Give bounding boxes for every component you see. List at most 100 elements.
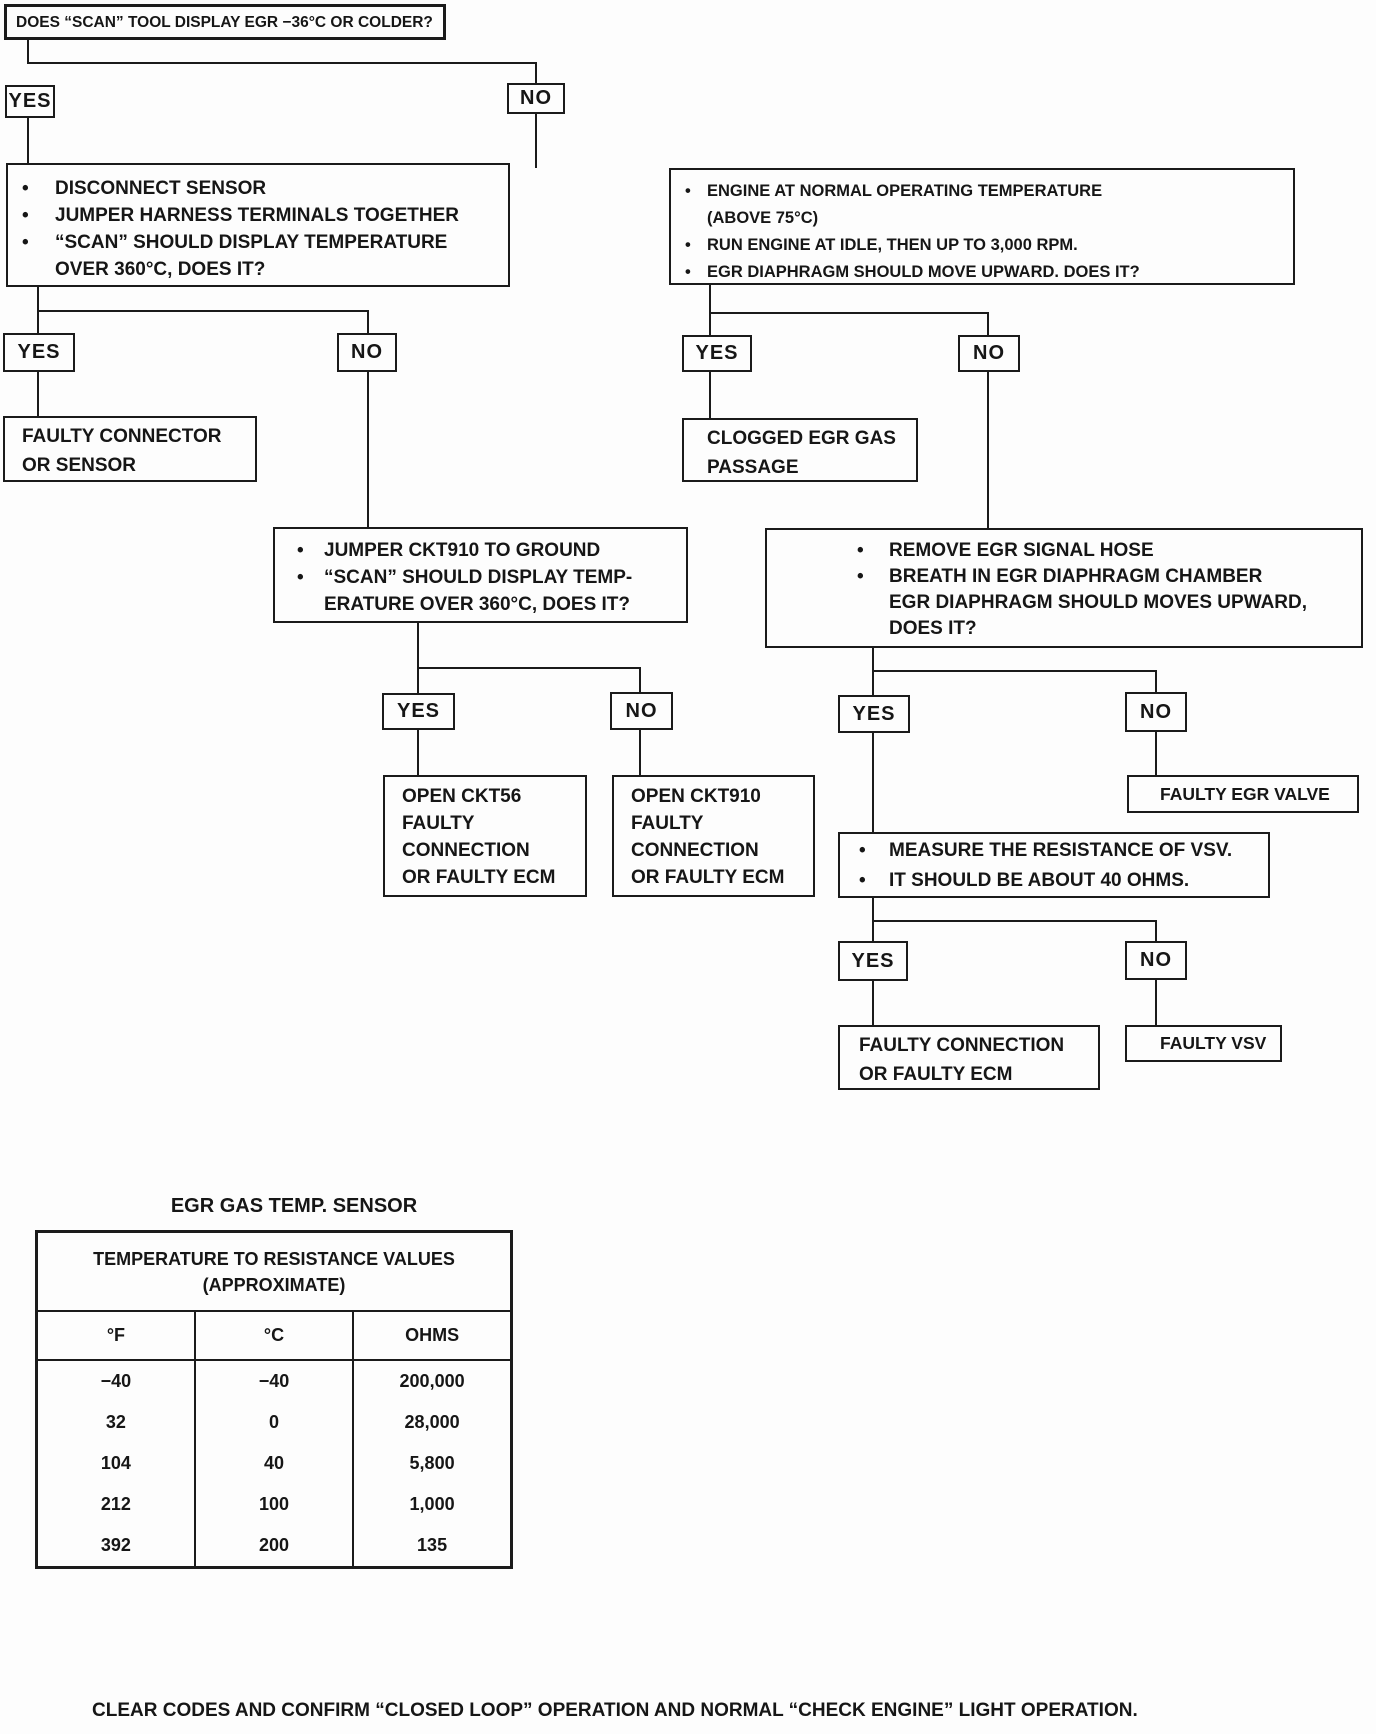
table-cell: −40: [193, 1360, 355, 1402]
resistance-table: TEMPERATURE TO RESISTANCE VALUES (APPROX…: [35, 1230, 513, 1569]
text-line: CONNECTION: [402, 840, 530, 861]
table-cell: 200: [193, 1525, 355, 1568]
text-line: ERATURE OVER 360°C, DOES IT?: [324, 594, 631, 615]
footer-note: CLEAR CODES AND CONFIRM “CLOSED LOOP” OP…: [92, 1700, 1138, 1721]
text-line: ENGINE AT NORMAL OPERATING TEMPERATURE: [671, 178, 1293, 205]
text-line: OR SENSOR: [22, 455, 137, 476]
yes-label-6: YES: [838, 941, 908, 981]
connector-line: [417, 623, 419, 667]
table-header: TEMPERATURE TO RESISTANCE VALUES (APPROX…: [35, 1230, 513, 1312]
connector-line: [417, 669, 419, 693]
connector-line: [709, 285, 711, 312]
yes-label-3: YES: [682, 335, 752, 372]
connector-line: [535, 114, 537, 168]
yes-label-2: YES: [3, 333, 75, 372]
connector-line: [872, 920, 1157, 922]
result-faulty-egr-valve-box: FAULTY EGR VALVE: [1127, 775, 1359, 813]
text-line: BREATH IN EGR DIAPHRAGM CHAMBER: [767, 564, 1361, 590]
text-line: OR FAULTY ECM: [859, 1064, 1013, 1085]
yes-label-5: YES: [838, 695, 910, 733]
step-jumper-ckt910-box: JUMPER CKT910 TO GROUND“SCAN” SHOULD DIS…: [273, 527, 688, 623]
text-line: OPEN CKT56: [402, 786, 522, 807]
table-cell: 5,800: [352, 1443, 513, 1484]
decision-scan-display-box: DOES “SCAN” TOOL DISPLAY EGR −36°C OR CO…: [4, 4, 446, 40]
connector-line: [37, 372, 39, 416]
connector-line: [1155, 732, 1157, 775]
connector-line: [37, 287, 39, 310]
text-line: DISCONNECT SENSOR: [8, 175, 508, 202]
connector-line: [27, 40, 29, 62]
text-line: CONNECTION: [631, 840, 759, 861]
connector-line: [872, 733, 874, 832]
no-label-1: NO: [507, 83, 565, 114]
connector-line: [1155, 980, 1157, 1025]
text-line: OPEN CKT910: [631, 786, 761, 807]
text-line: PASSAGE: [707, 457, 799, 478]
text-line: OVER 360°C, DOES IT?: [55, 259, 266, 280]
connector-line: [987, 314, 989, 335]
connector-line: [709, 372, 711, 418]
no-label-6: NO: [1125, 941, 1187, 980]
yes-label-1: YES: [5, 85, 55, 118]
text-line: FAULTY CONNECTOR: [22, 426, 222, 447]
step-disconnect-sensor-box: DISCONNECT SENSORJUMPER HARNESS TERMINAL…: [6, 163, 510, 287]
table-column-header: °C: [193, 1310, 355, 1361]
text-line: OR FAULTY ECM: [402, 867, 556, 888]
text-line: MEASURE THE RESISTANCE OF VSV.: [840, 836, 1268, 866]
table-column-header: OHMS: [352, 1310, 513, 1361]
text-line: IT SHOULD BE ABOUT 40 OHMS.: [840, 866, 1268, 896]
text-line: DOES IT?: [889, 618, 977, 639]
table-title: EGR GAS TEMP. SENSOR: [170, 1195, 418, 1217]
table-header-row: TEMPERATURE TO RESISTANCE VALUES (APPROX…: [35, 1230, 513, 1312]
connector-line: [27, 118, 29, 163]
connector-line: [535, 62, 537, 83]
text-line: RUN ENGINE AT IDLE, THEN UP TO 3,000 RPM…: [671, 232, 1293, 259]
text-line: “SCAN” SHOULD DISPLAY TEMPERATURE: [8, 229, 508, 256]
step-remove-egr-hose-box: REMOVE EGR SIGNAL HOSEBREATH IN EGR DIAP…: [765, 528, 1363, 648]
table-cell: 392: [35, 1525, 196, 1568]
connector-line: [709, 312, 989, 314]
text-line: EGR DIAPHRAGM SHOULD MOVES UPWARD,: [889, 592, 1308, 613]
connector-line: [367, 312, 369, 333]
connector-line: [417, 667, 641, 669]
text-line: (ABOVE 75°C): [707, 209, 819, 227]
table-header-line1: TEMPERATURE TO RESISTANCE VALUES: [93, 1248, 455, 1269]
table-cell: 1,000: [352, 1484, 513, 1525]
connector-line: [1155, 672, 1157, 692]
connector-line: [417, 730, 419, 775]
table-cell: 0: [193, 1402, 355, 1443]
table-cell: 104: [35, 1443, 196, 1484]
no-label-3: NO: [958, 335, 1020, 372]
table-cell: −40: [35, 1360, 196, 1402]
connector-line: [639, 730, 641, 775]
table-header-line2: (APPROXIMATE): [202, 1274, 346, 1295]
text-line: EGR DIAPHRAGM SHOULD MOVE UPWARD. DOES I…: [671, 259, 1293, 286]
connector-line: [872, 898, 874, 920]
connector-line: [709, 314, 711, 335]
text-line: FAULTY CONNECTION: [859, 1035, 1065, 1056]
text-line: REMOVE EGR SIGNAL HOSE: [767, 538, 1361, 564]
yes-label-4: YES: [382, 693, 455, 730]
connector-line: [872, 670, 1157, 672]
result-faulty-connector-box: FAULTY CONNECTOR OR SENSOR: [3, 416, 257, 482]
table-cell: 100: [193, 1484, 355, 1525]
table-column-header: °F: [35, 1310, 196, 1361]
connector-line: [872, 648, 874, 670]
result-faulty-connection-box: FAULTY CONNECTION OR FAULTY ECM: [838, 1025, 1100, 1090]
text-line: FAULTY: [631, 813, 704, 834]
result-faulty-vsv-box: FAULTY VSV: [1125, 1025, 1282, 1062]
table-cell: 212: [35, 1484, 196, 1525]
no-label-4: NO: [610, 692, 673, 730]
connector-line: [37, 312, 39, 333]
connector-line: [367, 372, 369, 527]
